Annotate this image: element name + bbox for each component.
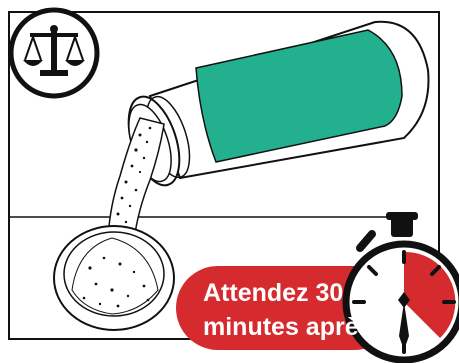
scales-icon — [11, 10, 97, 96]
badge-line-2: minutes après — [203, 310, 373, 344]
badge-line-1: Attendez 30 — [203, 276, 373, 310]
dish — [54, 226, 174, 330]
wait-badge-text: Attendez 30 minutes après — [183, 268, 373, 352]
